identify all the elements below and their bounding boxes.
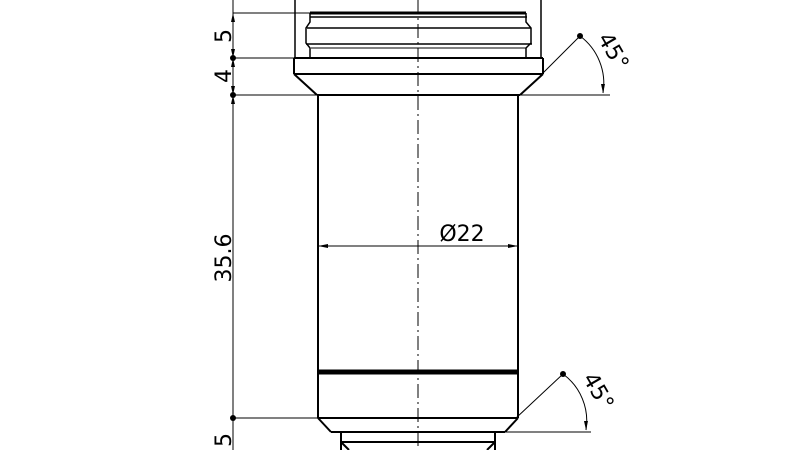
dimension-bottom-thread: 5 [212, 433, 237, 447]
top-chamfer-angle-annotation [520, 33, 610, 96]
angle-bottom-chamfer: 45° [577, 369, 618, 415]
dimension-flange: 4 [212, 69, 237, 83]
dimension-barrel-length: 35.6 [212, 234, 237, 283]
outer-housing [294, 0, 542, 58]
diameter-dimension-line [318, 244, 518, 248]
vertical-dimension-chain [230, 0, 318, 450]
flange [293, 57, 544, 96]
bottom-thread [340, 432, 496, 450]
dimension-top-thread: 5 [212, 29, 237, 43]
barrel-body [317, 95, 519, 433]
dimension-diameter: Ø22 [439, 222, 484, 247]
top-thread [305, 11, 532, 58]
angle-top-chamfer: 45° [592, 29, 633, 75]
bottom-chamfer-angle-annotation [505, 371, 591, 433]
